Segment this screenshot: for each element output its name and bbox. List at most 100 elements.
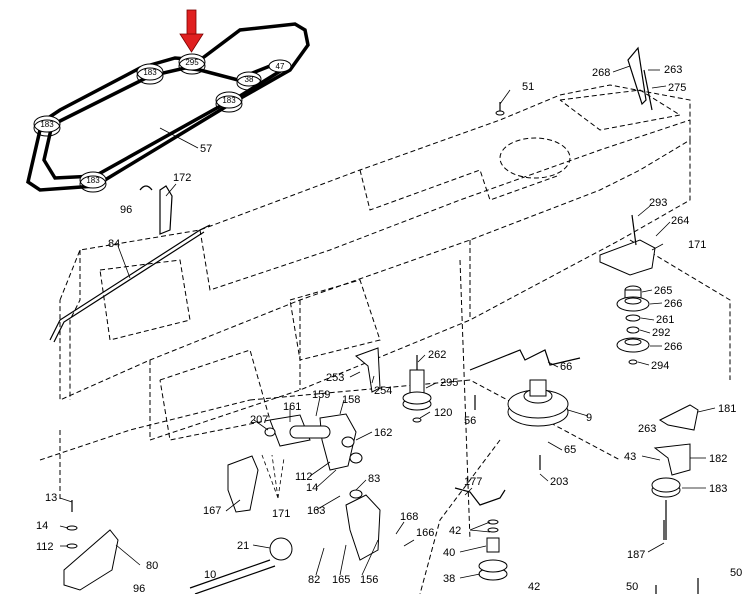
callout: 207: [250, 414, 268, 426]
callout: 177: [464, 476, 482, 488]
down-arrow-icon: [179, 9, 204, 53]
bracket-253: [355, 347, 381, 393]
pulley-38: 38: [236, 71, 262, 91]
callout: 14: [36, 520, 48, 532]
callout: 264: [671, 215, 689, 227]
bracket-83: [345, 489, 381, 561]
callout: 168: [400, 511, 418, 523]
callout: 42: [449, 525, 461, 537]
callout: 40: [443, 547, 455, 559]
bracket-182: [653, 443, 691, 476]
callout: 266: [664, 341, 682, 353]
callout: 167: [203, 505, 221, 517]
spindle-stack: [478, 519, 508, 581]
callout: 84: [108, 238, 120, 250]
callout: 21: [237, 540, 249, 552]
pin-21: [269, 537, 293, 561]
pulley-183-c: 183: [33, 115, 61, 137]
svg-text:295: 295: [185, 58, 199, 67]
callout: 253: [326, 372, 344, 384]
callout: 268: [592, 67, 610, 79]
linkage-rod: [49, 185, 211, 343]
idler-stack: [616, 285, 650, 365]
callout: 295: [440, 377, 458, 389]
callout: 294: [651, 360, 669, 372]
pulley-47: 47: [268, 59, 292, 73]
svg-text:183: 183: [143, 68, 157, 77]
callout: 263: [638, 423, 656, 435]
callout: 112: [295, 471, 313, 483]
callout: 158: [342, 394, 360, 406]
callout: 163: [307, 505, 325, 517]
clutch-assembly: [264, 413, 363, 471]
pulley-295: 295: [178, 53, 206, 75]
rod-66: [469, 349, 581, 371]
pulley-183: [651, 477, 681, 540]
callout: 161: [283, 401, 301, 413]
svg-text:183: 183: [86, 176, 100, 185]
callout: 266: [664, 298, 682, 310]
callout: 96: [133, 583, 145, 594]
callout: 293: [649, 197, 667, 209]
callout: 254: [374, 385, 392, 397]
callout: 181: [718, 403, 736, 415]
callout: 56: [464, 415, 476, 427]
svg-text:183: 183: [222, 96, 236, 105]
callout: 42: [528, 581, 540, 593]
callout: 43: [624, 451, 636, 463]
callout: 96: [120, 204, 132, 216]
belt-outline: [26, 22, 310, 192]
callout: 80: [146, 560, 158, 572]
main-pulley-9: [507, 379, 569, 427]
callout: 50: [626, 581, 638, 593]
callout: 9: [586, 412, 592, 424]
pulley-295-main: [402, 355, 432, 423]
svg-text:38: 38: [245, 75, 254, 84]
callout: 262: [428, 349, 446, 361]
svg-text:183: 183: [40, 120, 54, 129]
bracket-167: [227, 455, 259, 513]
callout: 156: [360, 574, 378, 586]
callout: 172: [173, 172, 191, 184]
callout: 112: [36, 541, 54, 553]
callout: 165: [332, 574, 350, 586]
callout: 120: [434, 407, 452, 419]
callout: 38: [443, 573, 455, 585]
callout-labels: 96 172 84 51 268 263 275 293 264 171 265…: [36, 64, 742, 594]
callout: 13: [45, 492, 57, 504]
pulley-183-a: 183: [136, 63, 164, 85]
callout: 83: [368, 473, 380, 485]
callout: 182: [709, 453, 727, 465]
callout: 292: [652, 327, 670, 339]
belt-detail: 183 295 38 47 183 183 183 57: [26, 22, 310, 193]
hardware-bolts: [66, 102, 699, 594]
leader-lines: [59, 65, 716, 579]
bracket-177: [454, 487, 506, 506]
callout: 171: [272, 508, 290, 520]
callout: 203: [550, 476, 568, 488]
pulley-183-b: 183: [215, 91, 243, 113]
callout: 50: [730, 567, 742, 579]
pulley-183-d: 183: [79, 171, 107, 193]
bracket-264: [599, 214, 656, 276]
bracket-80: [63, 529, 119, 591]
callout: 171: [688, 239, 706, 251]
spring-rod-268: [627, 46, 653, 111]
callout: 82: [308, 574, 320, 586]
callout: 65: [564, 444, 576, 456]
callout: 162: [374, 427, 392, 439]
callout: 263: [664, 64, 682, 76]
belt-label: 57: [200, 143, 212, 155]
callout: 187: [627, 549, 645, 561]
callout: 51: [522, 81, 534, 93]
callout: 261: [656, 314, 674, 326]
callout: 66: [560, 361, 572, 373]
callout: 265: [654, 285, 672, 297]
frame-outline: [39, 84, 731, 594]
callout: 159: [312, 389, 330, 401]
callout: 183: [709, 483, 727, 495]
callout: 275: [668, 82, 686, 94]
bracket-181: [658, 404, 699, 431]
callout: 10: [204, 569, 216, 581]
